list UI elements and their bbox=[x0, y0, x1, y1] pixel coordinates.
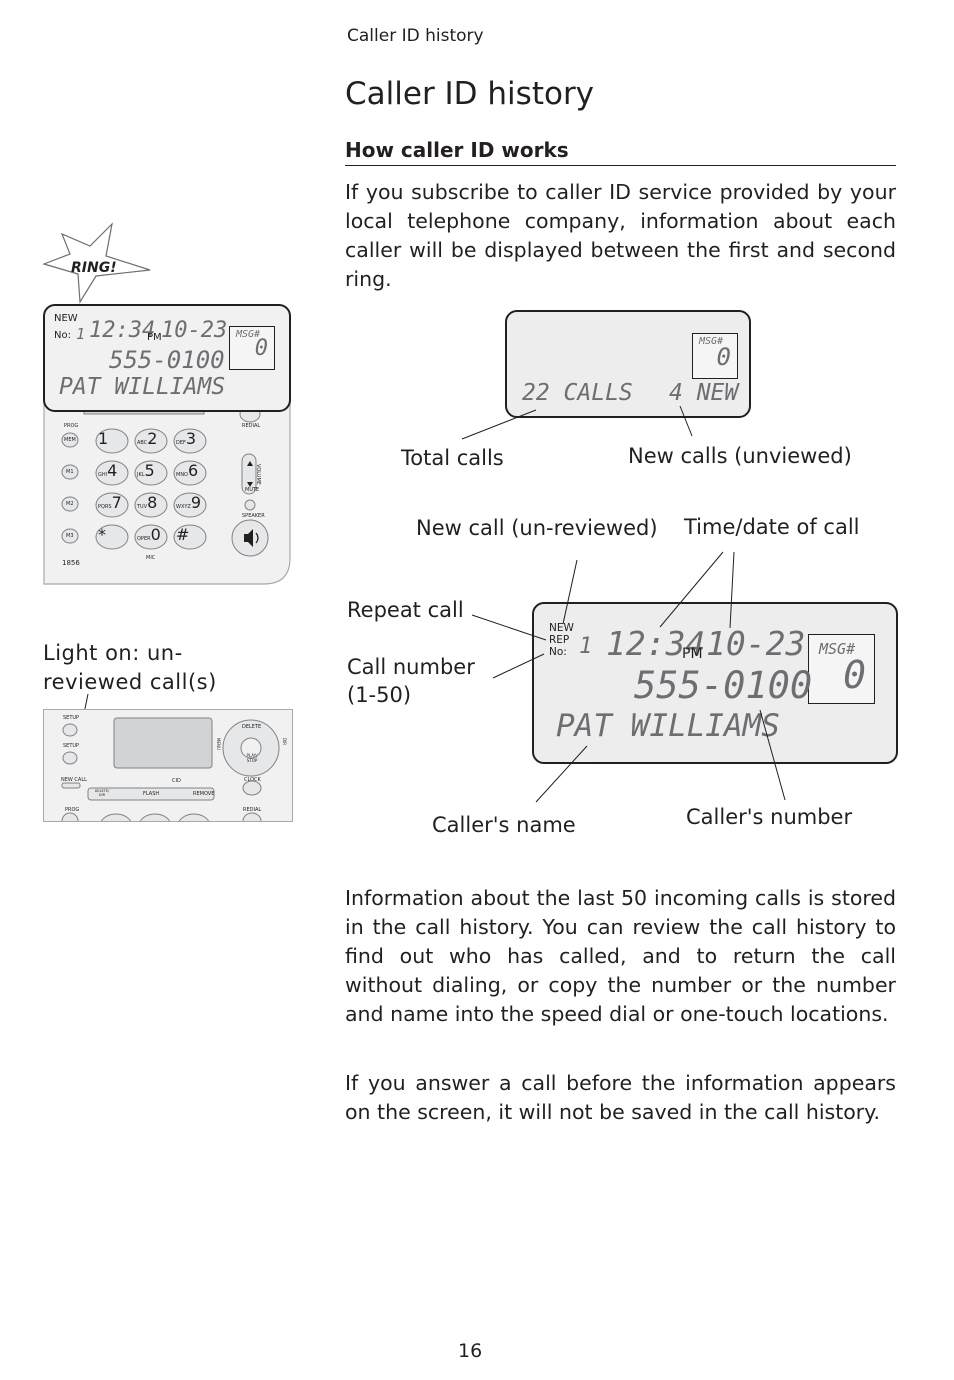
mem-button-label: MEM bbox=[64, 437, 76, 443]
speaker-icon bbox=[244, 529, 259, 547]
section-subheading: How caller ID works bbox=[345, 138, 896, 166]
redial-base-label: REDIAL bbox=[243, 807, 262, 813]
detail-msg-box: MSG# 0 bbox=[808, 634, 875, 704]
lcd-no-label: No: bbox=[54, 330, 71, 341]
key-1: 1 bbox=[98, 429, 109, 448]
key-9: WXYZ9 bbox=[176, 493, 202, 512]
detail-no-label: No: bbox=[549, 646, 567, 658]
msg-label: MSG# bbox=[236, 329, 261, 340]
summary-msg-label: MSG# bbox=[699, 336, 724, 347]
key-4: GHI4 bbox=[98, 461, 118, 480]
lcd-ampm: PM bbox=[147, 332, 162, 343]
speaker-label: SPEAKER bbox=[242, 513, 265, 519]
lcd-caller-name: PAT WILLIAMS bbox=[59, 374, 226, 400]
repeat-call-label: Repeat call bbox=[347, 598, 464, 622]
running-header: Caller ID history bbox=[347, 26, 484, 46]
history-paragraph: Information about the last 50 incoming c… bbox=[345, 886, 896, 1026]
page-number: 16 bbox=[458, 1340, 483, 1362]
detail-new-indicator: NEW bbox=[549, 622, 574, 634]
delete-dir-label: DELETE/ DIR bbox=[94, 789, 110, 797]
volume-label: VOLUME bbox=[255, 464, 261, 485]
detail-call-number: 1 bbox=[579, 634, 593, 659]
prog-label: PROG bbox=[65, 807, 80, 813]
callers-number-label: Caller's number bbox=[686, 805, 853, 829]
call-number-label: Call number bbox=[347, 655, 475, 679]
call-number-range: (1-50) bbox=[347, 683, 412, 707]
summary-pointer-lines bbox=[461, 405, 693, 440]
cid-label: CID bbox=[172, 778, 181, 784]
dir-label: DIR bbox=[282, 738, 287, 746]
m2-button-label: M2 bbox=[66, 501, 74, 507]
detail-rep-indicator: REP bbox=[549, 634, 570, 646]
phone-illustration: RING! PROG MEM M1 M2 M3 1 ABC2 DEF3 GHI4… bbox=[40, 218, 296, 588]
page-title: Caller ID history bbox=[345, 76, 595, 112]
msg-count: 0 bbox=[254, 336, 268, 361]
summary-new-text: 4 NEW bbox=[669, 380, 739, 406]
phone-lcd: NEW No: 1 12:34 PM 10-23 MSG# 0 555-0100… bbox=[43, 304, 291, 412]
play-stop-label: PLAY/ STOP bbox=[246, 753, 258, 763]
detail-time: 12:34 bbox=[606, 624, 706, 663]
delete-label: DELETE bbox=[242, 724, 262, 730]
total-calls-label: Total calls bbox=[401, 446, 504, 470]
detail-msg-count: 0 bbox=[843, 653, 866, 697]
prog-button-label: PROG bbox=[64, 423, 79, 429]
intro-paragraph: If you subscribe to caller ID service pr… bbox=[345, 180, 896, 291]
detail-phone-number: 555-0100 bbox=[634, 664, 813, 707]
model-number: 1856 bbox=[62, 559, 80, 567]
ring-text: RING! bbox=[71, 260, 117, 276]
detail-msg-label: MSG# bbox=[819, 640, 856, 658]
keypad: 1 ABC2 DEF3 GHI4 JKL5 MNO6 PQRS7 TUV8 WX… bbox=[98, 429, 338, 557]
summary-msg-box: MSG# 0 bbox=[692, 333, 738, 379]
lcd-time: 12:34 bbox=[89, 318, 156, 343]
key-7: PQRS7 bbox=[98, 493, 122, 512]
key-3: DEF3 bbox=[176, 429, 197, 448]
summary-display: MSG# 0 22 CALLS 4 NEW bbox=[505, 310, 751, 418]
key-8: TUV8 bbox=[137, 493, 158, 512]
flash-label: FLASH bbox=[143, 791, 160, 797]
mute-label: MUTE bbox=[245, 487, 260, 493]
summary-calls-text: 22 CALLS bbox=[522, 380, 633, 406]
lcd-phone-number: 555-0100 bbox=[109, 346, 225, 374]
answer-paragraph: If you answer a call before the informat… bbox=[345, 1071, 896, 1124]
ring-burst-icon bbox=[42, 222, 151, 304]
detail-ampm: PM bbox=[682, 646, 703, 662]
key-star: * bbox=[98, 525, 106, 544]
redial-label: REDIAL bbox=[242, 423, 261, 429]
base-illustration: SETUP SETUP NEW CALL CID CLOCK PROG REDI… bbox=[43, 709, 293, 822]
summary-msg-count: 0 bbox=[716, 343, 731, 371]
new-call-label: New call (un-reviewed) bbox=[416, 516, 658, 540]
detail-indicators: NEW REP No: bbox=[549, 622, 574, 658]
key-2: ABC2 bbox=[137, 429, 158, 448]
menu-label: MENU bbox=[216, 738, 221, 750]
lcd-call-number: 1 bbox=[76, 325, 86, 343]
base-graphic bbox=[61, 717, 280, 821]
remove-label: REMOVE bbox=[193, 791, 215, 797]
light-caption: Light on: un-reviewed call(s) bbox=[43, 641, 217, 694]
detail-caller-name: PAT WILLIAMS bbox=[556, 708, 780, 744]
setup-label: SETUP bbox=[63, 715, 80, 721]
time-date-label: Time/date of call bbox=[684, 515, 860, 539]
new-call-label: NEW CALL bbox=[61, 777, 87, 783]
lcd-new-indicator: NEW bbox=[54, 313, 78, 324]
m1-button-label: M1 bbox=[66, 469, 74, 475]
lcd-message-box: MSG# 0 bbox=[229, 326, 275, 370]
detail-pointer-lines bbox=[471, 551, 786, 803]
setup2-label: SETUP bbox=[63, 743, 80, 749]
clock-label: CLOCK bbox=[244, 777, 261, 783]
key-0: OPER0 bbox=[137, 525, 161, 544]
key-6: MNO6 bbox=[176, 461, 199, 480]
callers-name-label: Caller's name bbox=[432, 813, 576, 837]
key-hash: # bbox=[176, 525, 190, 544]
detail-display: NEW REP No: 1 12:34 PM 10-23 MSG# 0 555-… bbox=[532, 602, 898, 764]
lcd-date: 10-23 bbox=[161, 318, 228, 343]
key-5: JKL5 bbox=[137, 461, 155, 480]
detail-date: 10-23 bbox=[706, 624, 806, 663]
mic-label: MIC bbox=[146, 555, 156, 561]
new-calls-label: New calls (unviewed) bbox=[628, 444, 852, 468]
m3-button-label: M3 bbox=[66, 533, 74, 539]
